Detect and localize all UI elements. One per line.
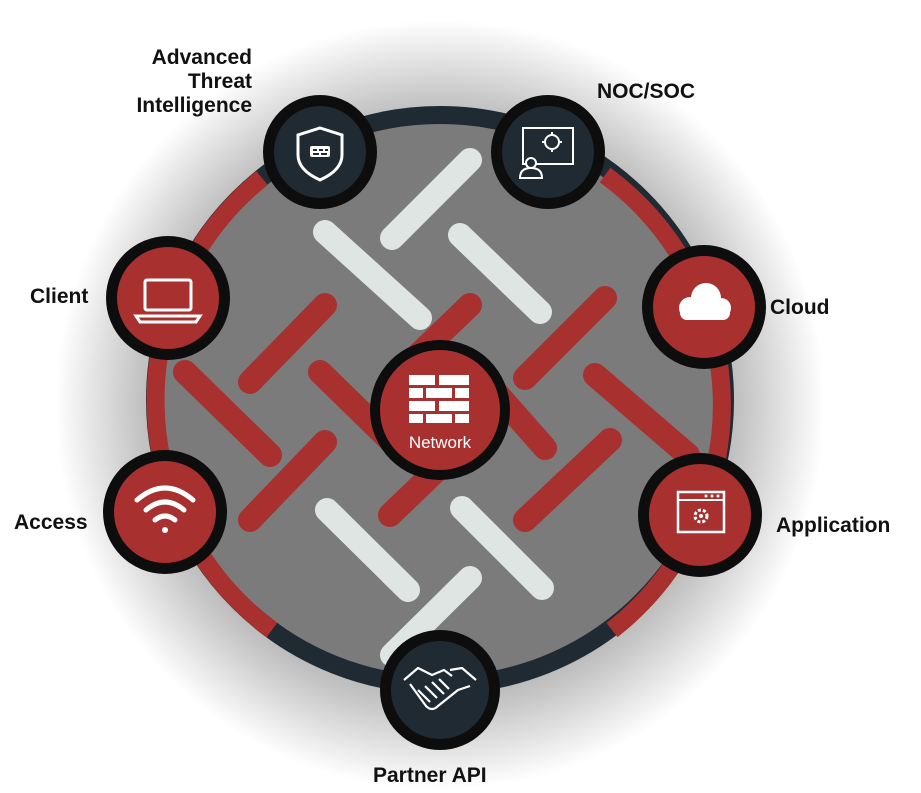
- shield-icon: [296, 126, 344, 182]
- client-label: Client: [30, 285, 89, 308]
- application-node[interactable]: [638, 453, 762, 577]
- cloud-node[interactable]: [642, 245, 766, 369]
- access-node[interactable]: [103, 450, 227, 574]
- noc-soc-label: NOC/SOC: [597, 80, 696, 103]
- ring-red-right: [599, 167, 731, 638]
- threat-intel-label-line-3: Intelligence: [136, 94, 252, 117]
- monitor-user-icon: [518, 127, 574, 179]
- ring-red-left: [146, 170, 278, 638]
- network-label: Network: [409, 433, 472, 452]
- threat-intel-node[interactable]: [263, 95, 377, 209]
- threat-intel-label-line-1: Advanced: [151, 46, 252, 69]
- cloud-label: Cloud: [770, 296, 830, 319]
- wifi-icon: [134, 485, 196, 533]
- red-bar: [238, 430, 337, 532]
- partner-api-label: Partner API: [373, 764, 487, 787]
- laptop-icon: [133, 278, 203, 324]
- light-bar: [315, 498, 420, 602]
- red-bar: [238, 293, 337, 394]
- access-label: Access: [14, 511, 88, 534]
- threat-intel-label-line-2: Threat: [187, 70, 252, 93]
- light-bar: [313, 220, 432, 330]
- light-bar: [450, 496, 554, 600]
- light-bar: [380, 148, 482, 250]
- application-label: Application: [776, 514, 891, 537]
- handshake-icon: [403, 666, 477, 711]
- red-bar: [513, 286, 617, 390]
- red-bar: [583, 363, 700, 467]
- network-node[interactable]: Network: [370, 340, 510, 480]
- light-bar: [448, 223, 552, 324]
- threat-intel-label: Advanced Threat Intelligence: [100, 46, 252, 118]
- partner-api-node[interactable]: [380, 630, 500, 750]
- noc-soc-node[interactable]: [491, 95, 605, 209]
- client-node[interactable]: [106, 236, 230, 360]
- cloud-icon: [679, 283, 731, 320]
- app-window-icon: [676, 490, 726, 534]
- red-bar: [173, 360, 282, 467]
- red-bar: [513, 428, 622, 532]
- firewall-icon: [409, 375, 469, 423]
- lattice-bars: [173, 148, 700, 667]
